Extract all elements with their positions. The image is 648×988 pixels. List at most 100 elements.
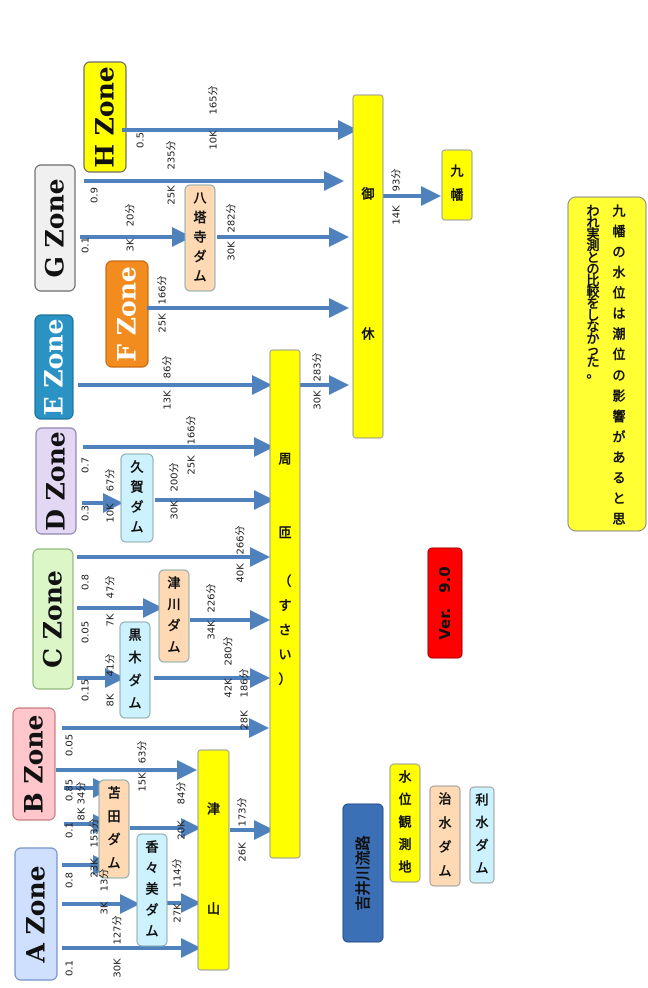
flow-label: 186分 [239, 668, 251, 697]
gauge-sue-label-char: す [278, 599, 291, 614]
legend-title-box [342, 803, 384, 943]
flow-label: 153分 [89, 818, 101, 847]
flow-label: 13分 [99, 869, 111, 892]
version-badge [427, 547, 463, 659]
note-line-1-char: 位 [612, 286, 625, 302]
legend-item-label-char: 水 [475, 815, 489, 831]
note-line-2-char: な [586, 320, 599, 335]
note-line-2-char: し [586, 309, 599, 324]
flow-label: 25K [167, 185, 178, 205]
legend-title: 吉井川流路 [354, 835, 372, 911]
flow-label: 266分 [235, 525, 247, 554]
zone-c-box [32, 548, 74, 690]
flow-label: 0.15 [81, 679, 92, 701]
flow-label: 166分 [186, 415, 198, 444]
dam-kuga-label-char: ム [130, 521, 143, 536]
dam-kuroki-label-char: 黒 [128, 628, 141, 644]
flow-label: 40K [236, 563, 247, 583]
flow-label: 282分 [226, 203, 238, 232]
note-line-2-char: の [586, 262, 599, 277]
flow-label: 20K [177, 820, 188, 840]
gauge-tsuyama-label-char: 津 [207, 802, 220, 818]
flow-label: 283分 [312, 352, 324, 381]
flow-label: 8K [106, 693, 117, 706]
flow-label: 0.1 [65, 960, 76, 976]
gauge-mikyu-bar [352, 94, 384, 439]
flow-label: 0.5 [136, 132, 147, 148]
flow-label: 23K [90, 858, 101, 878]
legend-item-label-char: 水 [398, 770, 412, 786]
dam-kuroki-label-char: 木 [127, 650, 142, 666]
zone-g-label: G Zone [41, 178, 70, 277]
gauge-sue-bar [269, 349, 301, 859]
flow-label: 0.8 [65, 872, 76, 888]
legend-item-label-char: ム [475, 862, 488, 877]
gauge-mikyu-label-char: 御 [360, 187, 374, 203]
zone-a-label: A Zone [22, 865, 51, 963]
note-line-1-char: は [612, 307, 625, 322]
flow-label: 86分 [162, 356, 174, 379]
flow-label: 93分 [391, 169, 403, 192]
gauge-sue-label-char [278, 501, 291, 516]
note-line-2-char: 較 [586, 285, 600, 301]
gauge-kuhata-label-char: 幡 [450, 188, 463, 204]
note-line-1-char: 思 [612, 513, 625, 528]
legend-item-label-char: 位 [398, 792, 411, 808]
note-line-2-char: か [586, 332, 599, 347]
gauge-mikyu-label-char [361, 293, 374, 308]
note-line-2-char: っ [586, 343, 599, 358]
gauge-sue-label-char: い [278, 648, 291, 663]
flow-label: 34K [207, 620, 218, 640]
flow-label: 20分 [125, 204, 137, 227]
legend-item-box [389, 763, 421, 883]
legend-item-label-char: 測 [398, 837, 411, 853]
note-line-2-char: 比 [586, 273, 599, 289]
dam-tomita-label-char: 苫 [107, 786, 120, 802]
flow-label: 41分 [105, 654, 117, 677]
dam-kuga-label-char: 久 [130, 460, 144, 476]
dam-kuga-box [120, 453, 154, 543]
note-line-1-char: 響 [612, 409, 625, 425]
legend-item-label-char: 観 [397, 815, 411, 831]
flow-label: 84分 [176, 782, 188, 805]
gauge-sue-label-char [278, 550, 291, 565]
flow-label: 30K [313, 390, 324, 410]
flow-label: 0.1 [65, 822, 76, 838]
gauge-kuhata-label-char: 九 [449, 165, 463, 180]
flow-label: 0.85 [65, 779, 76, 801]
flow-label: 166分 [157, 275, 169, 304]
gauge-tsuyama-label-char: 山 [207, 902, 220, 918]
flow-label: 165分 [208, 85, 220, 114]
flow-label: 34分 [76, 782, 88, 805]
legend-item-label-char: 治 [438, 792, 451, 808]
flow-label: 10K [106, 503, 117, 523]
legend-item-label-char: 地 [398, 860, 411, 876]
dam-kagami-label-char: ダ [145, 903, 158, 919]
dam-kagami-label-char: ム [145, 925, 158, 940]
gauge-kuhata-bar [441, 149, 473, 221]
note-line-1-char: の [612, 246, 625, 261]
dam-tomita-box [98, 779, 130, 879]
legend-item-label-char: 利 [475, 793, 488, 809]
flow-label: 200分 [169, 462, 181, 491]
note-line-1-char: 位 [612, 347, 625, 363]
legend-item-box [469, 786, 495, 884]
zone-b-box [12, 707, 56, 821]
flow-label: 42K [224, 678, 235, 698]
note-line-2-char: わ [586, 205, 599, 220]
dam-yatoji-label-char: 寺 [193, 230, 206, 246]
gauge-tsuyama-bar [197, 749, 230, 971]
dam-kuroki-label-char: ダ [128, 673, 141, 689]
dam-yatoji-label-char: ダ [193, 249, 206, 265]
dam-yatoji-label-char: ム [193, 270, 206, 285]
zone-a-box [14, 847, 58, 981]
flow-label: 114分 [172, 858, 184, 887]
gauge-sue-label-char: さ [278, 624, 291, 639]
note-line-1-char: 九 [611, 205, 625, 220]
note-line-1-char: 影 [612, 388, 625, 404]
gauge-mikyu-label-char: 休 [360, 327, 375, 343]
flow-label: 226分 [206, 583, 218, 612]
gauge-tsuyama-label-char [207, 869, 220, 884]
flow-label: 235分 [166, 140, 178, 169]
